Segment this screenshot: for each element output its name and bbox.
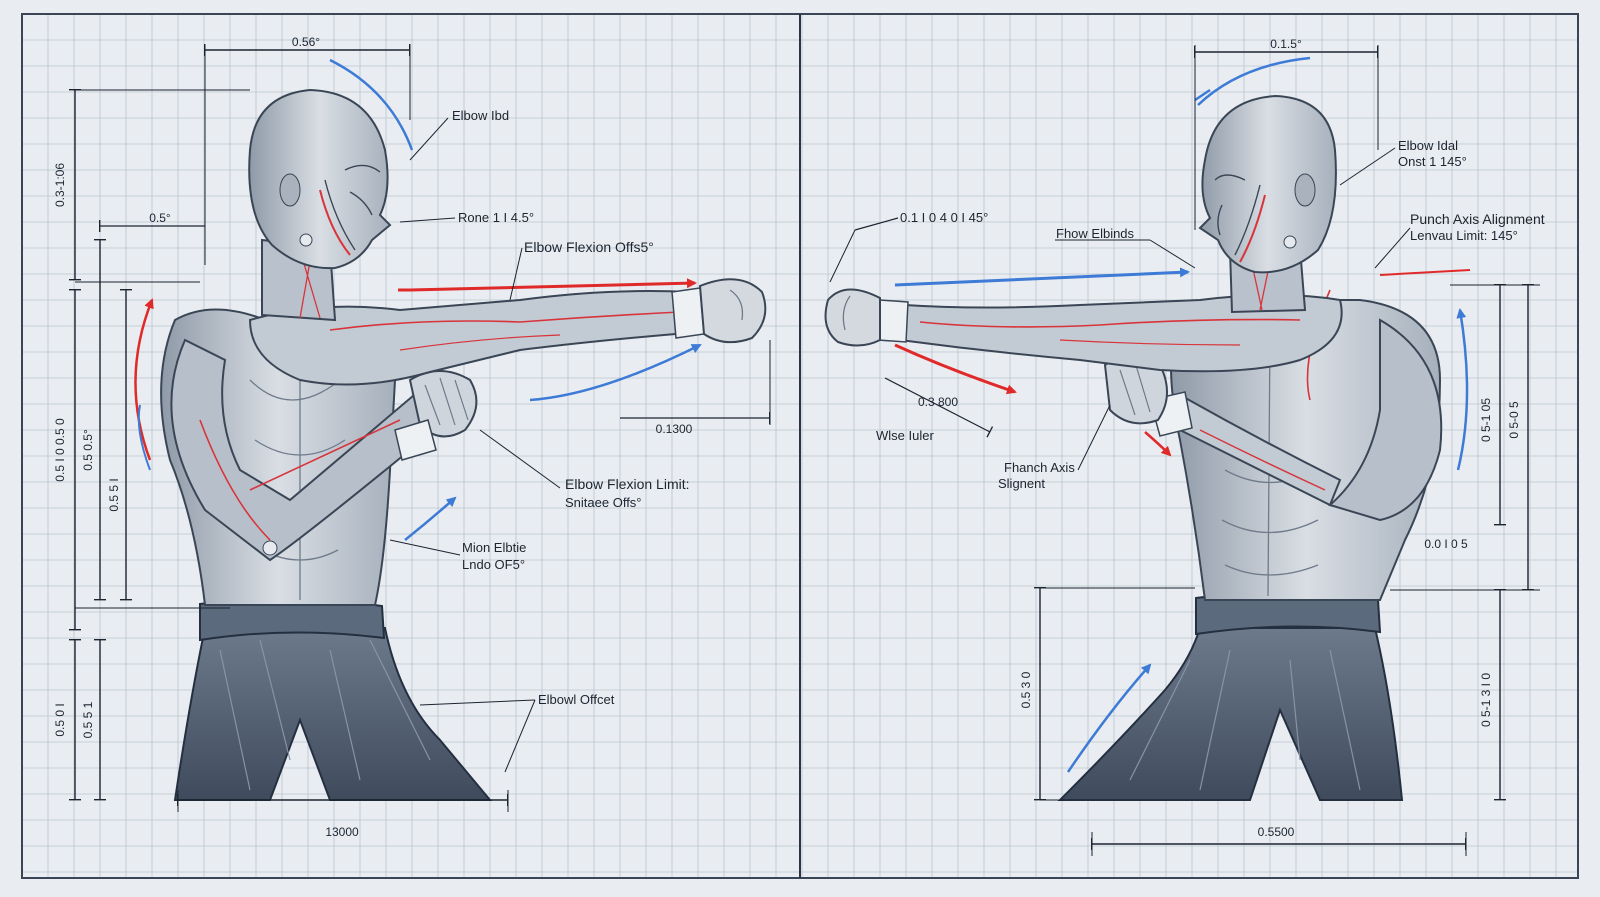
left-dim-forearm: 0.1300 [656, 422, 693, 436]
right-vert-4: 0 5-1 3 I 0 [1479, 673, 1493, 727]
right-dimensions [829, 45, 1540, 856]
left-head [248, 88, 392, 270]
left-dim-top: 0.56° [292, 35, 320, 49]
left-label-head: Elbow Ibd [452, 108, 509, 123]
right-punch-arm [898, 294, 1343, 373]
left-vert-1: 0.3-1:06 [53, 163, 67, 207]
right-label-axis-2b: Slignent [998, 476, 1045, 491]
left-vert-5: 0.5 0 I [53, 703, 67, 736]
right-dim-arm-low: 0.3 800 [918, 395, 958, 409]
left-vert-4: 0.5 5 I [107, 478, 121, 511]
right-label-w: Wlse Iuler [876, 428, 934, 443]
right-punch-fist [824, 288, 881, 347]
right-vert-1: 0.5 3 0 [1019, 671, 1033, 708]
right-motion-arrows [894, 56, 1471, 773]
right-rear-arm [1327, 318, 1443, 522]
left-vert-2: 0.5 I 0 0.5 0 [53, 418, 67, 482]
right-label-head-a: Elbow Idal [1398, 138, 1458, 153]
left-guard-arm [170, 338, 442, 562]
right-red-arrow [894, 343, 1017, 395]
left-blue-arrow [529, 343, 702, 402]
right-vert-2: 0 5-1 05 [1479, 398, 1493, 442]
right-label-head-b: Onst 1 145° [1398, 154, 1467, 169]
right-dim-arm-top: 0.1 I 0 4 0 I 45° [900, 210, 988, 225]
left-vert-3: 0.5 0.5° [81, 429, 95, 471]
right-pants [1057, 627, 1404, 801]
right-dim-top: 0.1.5° [1270, 37, 1302, 51]
right-labels: 0.1.5° 0.5500 0.1 I 0 4 0 I 45° 0.3 800 … [876, 37, 1545, 839]
left-pants [173, 627, 493, 801]
left-label-elbow-2a: Elbow Flexion Limit: [565, 476, 690, 492]
left-figure [160, 88, 767, 801]
left-label-muscle-b: Lndo OF5° [462, 557, 525, 572]
left-label-neck: Rone 1 I 4.5° [458, 210, 534, 225]
left-labels: 0.56° 0.5° 13000 0.1300 0.3-1:06 0.5 I 0… [53, 35, 693, 839]
right-guard-arm [1158, 393, 1342, 507]
left-label-elbow-2b: Snitaee Offs° [565, 495, 642, 510]
right-dim-bottom: 0.5500 [1258, 825, 1295, 839]
left-red-arrow [409, 278, 697, 292]
left-punch-fist [698, 278, 767, 344]
left-dimensions [69, 44, 771, 812]
left-punch-arm [248, 290, 702, 386]
right-label-axis-2a: Fhanch Axis [1004, 460, 1075, 475]
right-figure [824, 94, 1443, 801]
left-label-elbow-1: Elbow Flexion Offs5° [524, 239, 654, 255]
left-dim-head: 0.5° [149, 211, 171, 225]
right-label-elbow: Fhow Elbinds [1056, 226, 1135, 241]
right-label-axis-1: Punch Axis Alignment [1410, 211, 1545, 227]
left-motion-arrows [134, 58, 702, 541]
right-head [1198, 94, 1337, 274]
left-label-muscle-a: Mion Elbtie [462, 540, 526, 555]
left-vert-6: 0.5 5 1 [81, 701, 95, 738]
right-vert-3: 0 5-0 5 [1507, 401, 1521, 439]
left-dim-bottom: 13000 [325, 825, 359, 839]
left-label-offset: Elbowl Offcet [538, 692, 615, 707]
right-vert-5: 0.0 I 0 5 [1424, 537, 1468, 551]
right-label-axis-1b: Lenvau Limit: 145° [1410, 228, 1518, 243]
right-blue-arrow [894, 267, 1190, 287]
